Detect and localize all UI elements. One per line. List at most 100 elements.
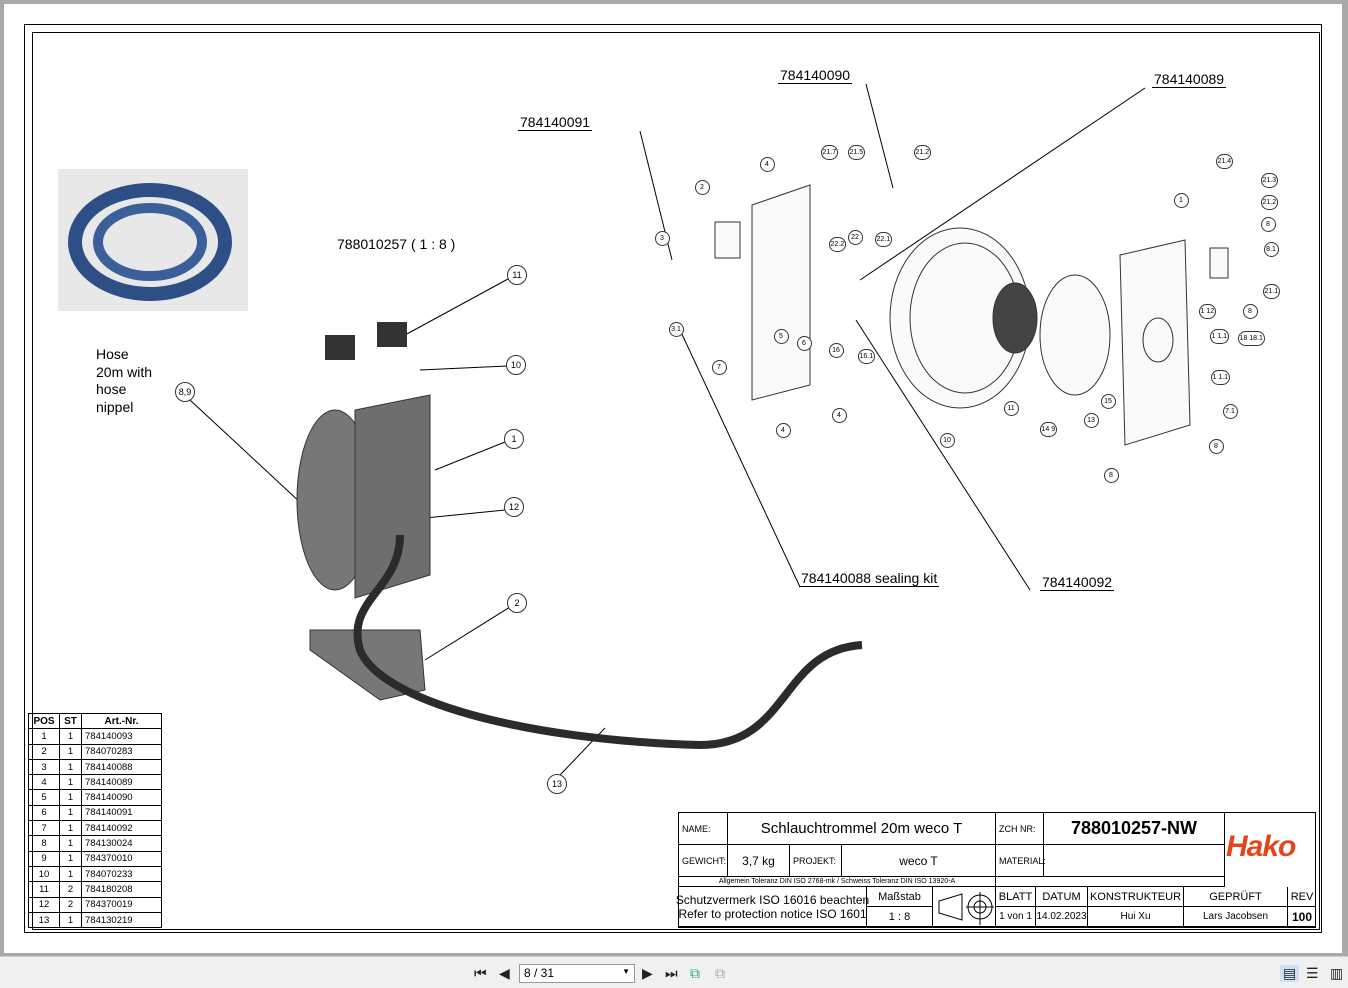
weight: 3,7 kg: [728, 845, 790, 877]
callout-balloon: 16.1: [857, 348, 876, 364]
table-cell: 784140090: [81, 789, 162, 806]
dropdown-icon[interactable]: ▼: [622, 967, 630, 976]
insert-page-icon[interactable]: ⧉: [715, 965, 725, 981]
two-page-view-icon[interactable]: ▥: [1330, 965, 1344, 981]
name-label: NAME:: [679, 813, 728, 845]
part-number-784140089: 784140089: [1152, 71, 1227, 88]
part-number-784140090: 784140090: [778, 67, 853, 84]
table-cell: 3: [28, 758, 60, 776]
extract-page-icon[interactable]: ⧉: [690, 965, 700, 981]
callout-balloon: 21.4: [1215, 153, 1234, 169]
table-cell: 2: [28, 743, 60, 760]
col-st: ST: [59, 712, 82, 730]
protection-notice: Schutzvermerk ISO 16016 beachten Refer t…: [675, 887, 870, 927]
callout-balloon: 21.2: [913, 144, 932, 160]
technical-drawing: [58, 83, 1229, 776]
table-cell: 784130024: [81, 835, 162, 852]
hose-note-line: 20m with: [96, 363, 153, 380]
part-number-sealing-kit: 784140088 sealing kit: [799, 570, 940, 587]
table-cell: 784070233: [81, 865, 162, 883]
tolerance-note: Allgemein Toleranz DIN ISO 2768-mk / Sch…: [679, 877, 996, 887]
table-cell: 1: [59, 774, 82, 791]
first-page-icon[interactable]: ⏮: [474, 965, 487, 981]
callout-balloon: 7: [711, 359, 727, 375]
part-number-784140092: 784140092: [1040, 574, 1115, 591]
gewicht-label: GEWICHT:: [679, 845, 728, 877]
projection-symbol-icon: [933, 887, 996, 927]
table-cell: 1: [59, 850, 82, 867]
table-cell: 1: [59, 758, 82, 776]
callout-balloon: 8: [1103, 467, 1119, 483]
callout-balloon: 1 12: [1198, 303, 1217, 319]
table-cell: 1: [59, 804, 82, 822]
sheet: 1 von 1: [996, 907, 1036, 927]
table-cell: 784140091: [81, 804, 162, 822]
continuous-view-icon[interactable]: ☰: [1306, 965, 1319, 981]
designer: Hui Xu: [1088, 907, 1184, 927]
table-cell: 784180208: [81, 881, 162, 898]
callout-balloon: 10: [939, 432, 955, 448]
col-art: Art.-Nr.: [81, 712, 162, 730]
table-cell: 6: [28, 804, 60, 822]
rev-label: REV: [1288, 887, 1316, 907]
col-pos: POS: [28, 712, 60, 730]
callout-balloon: 4: [831, 407, 847, 423]
callout-balloon: 8: [1260, 216, 1276, 232]
callout-balloon: 8,9: [175, 382, 195, 402]
table-cell: 12: [28, 896, 60, 913]
part-number-784140091: 784140091: [518, 114, 593, 131]
callout-balloon: 4: [759, 156, 775, 172]
table-cell: 9: [28, 850, 60, 867]
next-page-icon[interactable]: ▶: [642, 965, 653, 981]
callout-balloon: 11: [1003, 400, 1019, 416]
blatt-label: BLATT: [996, 887, 1036, 907]
geprueft-label: GEPRÜFT: [1184, 887, 1288, 907]
table-cell: 2: [59, 896, 82, 913]
callout-balloon: 22.2: [828, 236, 847, 252]
callout-balloon: 10: [506, 355, 526, 375]
table-cell: 1: [59, 835, 82, 852]
table-cell: 784070283: [81, 743, 162, 760]
page-number-input[interactable]: 8 / 31▼: [519, 964, 635, 983]
last-page-icon[interactable]: ⏭: [665, 965, 678, 981]
checker: Lars Jacobsen: [1184, 907, 1288, 927]
callout-balloon: 13: [1083, 412, 1099, 428]
callout-balloon: 12: [504, 497, 524, 517]
table-cell: 1: [59, 911, 82, 929]
table-cell: 1: [59, 789, 82, 806]
callout-balloon: 11: [507, 265, 527, 285]
projekt-label: PROJEKT:: [790, 845, 842, 877]
callout-balloon: 8: [1242, 303, 1258, 319]
prev-page-icon[interactable]: ◀: [499, 965, 510, 981]
single-page-view-icon[interactable]: ▤: [1280, 965, 1300, 982]
table-cell: 1: [59, 743, 82, 760]
table-cell: 1: [59, 820, 82, 837]
callout-balloon: 16: [828, 342, 844, 358]
zch-label: ZCH NR:: [996, 813, 1044, 845]
table-cell: 1: [59, 728, 82, 745]
table-cell: 784370019: [81, 896, 162, 913]
callout-balloon: 8.1: [1263, 241, 1279, 257]
callout-balloon: 18 18.1: [1237, 330, 1265, 346]
protection-de: Schutzvermerk ISO 16016 beachten: [675, 892, 870, 907]
callout-balloon: 4: [775, 422, 791, 438]
project: weco T: [842, 845, 996, 877]
callout-balloon: 2: [694, 179, 710, 195]
table-cell: 784140092: [81, 820, 162, 837]
drawing-frame: [24, 24, 1322, 933]
table-cell: 7: [28, 820, 60, 837]
massstab-label: Maßstab: [867, 887, 933, 907]
callout-balloon: 1: [1173, 192, 1189, 208]
callout-balloon: 22: [847, 229, 863, 245]
table-cell: 784130219: [81, 911, 162, 929]
datum-label: DATUM: [1036, 887, 1088, 907]
callout-balloon: 5: [773, 328, 789, 344]
